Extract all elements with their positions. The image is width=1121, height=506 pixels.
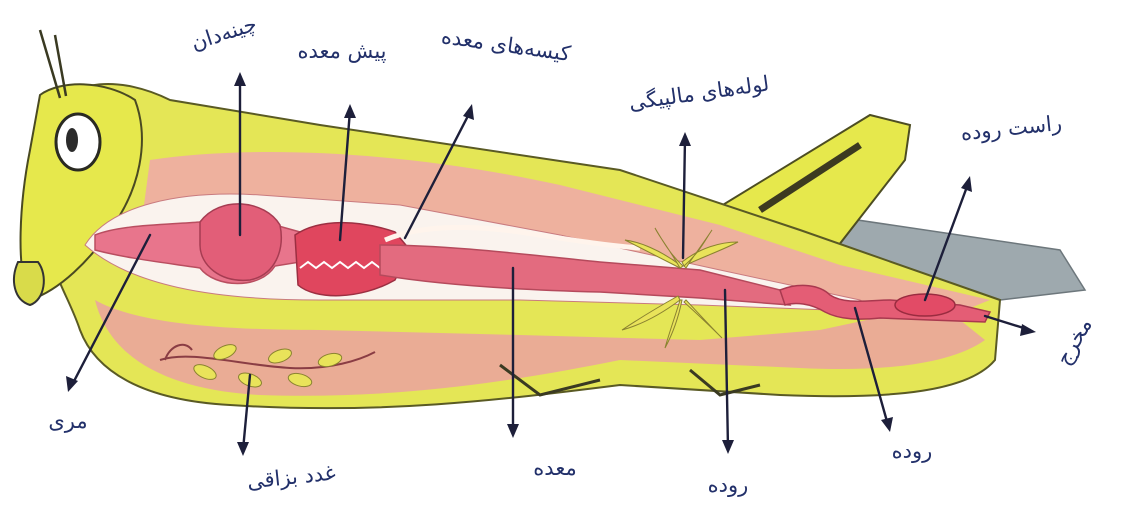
label-intestine-hind: روده [892, 439, 933, 463]
label-malpighian: لوله‌های مالپیگی [627, 71, 770, 114]
label-salivary: غدد بزاقی [246, 460, 337, 493]
label-intestine-mid: روده [708, 473, 749, 497]
eye-pupil [66, 128, 78, 152]
mouthparts [14, 262, 44, 305]
label-rectum: راست روده [960, 111, 1063, 145]
label-foregut: پیش معده [297, 39, 386, 63]
label-crop: چینه‌دان [188, 11, 260, 55]
label-gastric-caeca: کیسه‌های معده [440, 24, 572, 66]
eye [56, 114, 100, 170]
label-stomach: معده [533, 456, 576, 480]
label-anus: مخرج [1051, 314, 1098, 370]
label-esophagus: مری [48, 409, 87, 433]
